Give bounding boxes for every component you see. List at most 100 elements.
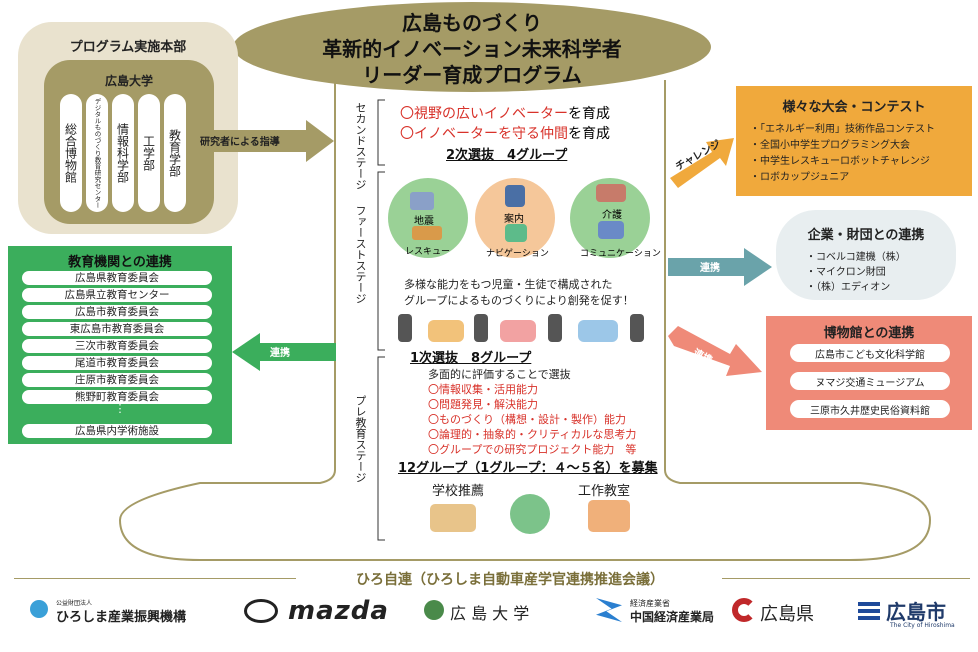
first-selection: 1次選抜 8グループ	[410, 351, 532, 366]
family-icon	[596, 184, 626, 202]
source-workshop: 工作教室	[578, 484, 631, 499]
second-goal-1-highlight: 〇視野の広いイノベーター	[400, 106, 568, 122]
hiroshima-prefecture-name: 広島県	[760, 604, 814, 625]
hiroshima-city-logo-icon	[858, 602, 880, 620]
circle-navigation-bottom: ナビゲーション	[486, 249, 549, 259]
page-title: 広島ものづくり 革新的イノベーション未来科学者 リーダー育成プログラム	[233, 10, 711, 88]
second-goal-1: 〇視野の広いイノベーターを育成	[400, 103, 610, 123]
museums-arrow	[668, 326, 762, 376]
education-arrow-label: 連携	[270, 348, 290, 359]
second-goal-1-suffix: を育成	[568, 106, 610, 122]
contest-item-3: ・中学生レスキューロボットチャレンジ	[750, 156, 930, 167]
circle-care-bottom: コミュニケーション	[580, 249, 661, 259]
museum-item-1: 広島市こども文化科学館	[790, 344, 950, 362]
education-arrow	[232, 333, 336, 371]
hiroshima-prefecture-logo-icon	[732, 598, 756, 622]
company-item-2: ・マイクロン財団	[806, 267, 886, 278]
title-line-1: 広島ものづくり	[402, 11, 542, 35]
hq-column-1: 総合博物館	[60, 94, 82, 212]
museum-item-3: 三原市久井歴史民俗資料館	[790, 400, 950, 418]
footer-divider-left	[14, 578, 296, 579]
meti-name: 中国経済産業局	[630, 610, 715, 624]
students-illustration	[398, 310, 648, 346]
workshop-illustration	[588, 500, 630, 532]
stage-pre-label: プレ教育ステージ	[354, 395, 367, 483]
footer-divider-right	[722, 578, 970, 579]
pre-lead: 多面的に評価することで選抜	[428, 368, 571, 381]
education-item-7: 庄原市教育委員会	[22, 373, 212, 387]
education-item-4: 東広島市教育委員会	[22, 322, 212, 336]
contest-item-2: ・全国小中学生プログラミング大会	[750, 140, 910, 151]
pre-criterion-2: 〇問題発見・解決能力	[428, 398, 538, 411]
hq-column-3: 情報科学部	[112, 94, 134, 212]
pre-recruit: 12グループ（1グループ：４～５名）を募集	[398, 461, 658, 476]
first-desc-2: グループによるものづくりにより創発を促す！	[404, 294, 634, 307]
guide-icon	[505, 185, 525, 207]
circle-rescue	[388, 178, 468, 258]
mazda-logo-icon	[244, 599, 278, 623]
navigation-robot-icon	[505, 224, 527, 242]
hiroshima-university-logo-icon	[424, 600, 444, 620]
title-line-2: 革新的イノベーション未来科学者	[322, 37, 622, 61]
companies-arrow-label: 連携	[700, 263, 720, 274]
hiroshima-industry-logo-icon	[30, 600, 48, 618]
care-robot-icon	[598, 221, 624, 239]
education-item-1: 広島県教育委員会	[22, 271, 212, 285]
hiroshima-university-name: 広 島 大 学	[450, 604, 530, 623]
contest-item-4: ・ロボカップジュニア	[750, 172, 850, 183]
company-item-1: ・コベルコ建機（株）	[806, 252, 906, 263]
companies-arrow	[668, 248, 772, 286]
education-item-6: 尾道市教育委員会	[22, 356, 212, 370]
second-goal-2-highlight: 〇イノベーターを守る仲間	[400, 126, 568, 142]
circle-rescue-top: 地震	[414, 216, 434, 227]
challenge-arrow	[670, 138, 734, 188]
company-item-3: ・（株）エディオン	[806, 282, 891, 293]
education-item-5: 三次市教育委員会	[22, 339, 212, 353]
education-ellipsis: ⋮	[114, 402, 126, 415]
second-goal-2: 〇イノベーターを守る仲間を育成	[400, 123, 610, 143]
hq-column-4: 工学部	[138, 94, 160, 212]
first-desc-1: 多様な能力をもつ児童・生徒で構成された	[404, 278, 613, 291]
stage-first-label: ファーストステージ	[354, 205, 367, 304]
excavator-icon	[412, 226, 442, 240]
title-ellipse	[233, 2, 711, 92]
meti-small: 経済産業省	[630, 599, 670, 608]
education-item-8: 熊野町教育委員会	[22, 390, 212, 404]
companies-title: 企業・財団との連携	[807, 228, 925, 243]
guidance-arrow	[196, 120, 334, 162]
robot-icon	[410, 192, 434, 210]
stage-second-label: セカンドステージ	[354, 102, 367, 190]
circle-navigation-top: 案内	[504, 214, 524, 225]
hiroshima-industry-small: 公益財団法人	[56, 600, 93, 607]
second-selection: 2次選抜 4グループ	[446, 148, 568, 163]
education-item-3: 広島市教育委員会	[22, 305, 212, 319]
school-illustration	[430, 504, 476, 532]
contests-box	[736, 86, 972, 196]
hiroshima-city-small: The City of Hiroshima	[890, 622, 955, 629]
group-illustration	[510, 494, 550, 534]
pre-criterion-5: 〇グループでの研究プロジェクト能力 等	[428, 443, 637, 456]
contests-title: 様々な大会・コンテスト	[782, 100, 926, 115]
education-item-10: 広島県内学術施設	[22, 424, 212, 438]
contest-item-1: ・「エネルギー利用」技術作品コンテスト	[750, 124, 935, 135]
pre-criterion-1: 〇情報収集・活用能力	[428, 383, 538, 396]
title-line-3: リーダー育成プログラム	[362, 63, 582, 87]
university-name: 広島大学	[104, 74, 153, 88]
pre-criterion-3: 〇ものづくり（構想・設計・製作）能力	[428, 413, 626, 426]
mazda-name: mazda	[288, 596, 389, 626]
pre-criterion-4: 〇論理的・抽象的・クリティカルな思考力	[428, 428, 637, 441]
source-school: 学校推薦	[432, 484, 485, 499]
hq-column-5: 教育学部	[164, 94, 186, 212]
hiroshima-city-name: 広島市	[886, 600, 946, 624]
hq-column-2: デジタルものづくり教育研究センター	[86, 94, 108, 212]
hiroshima-industry-name: ひろしま産業振興機構	[56, 610, 187, 625]
circle-care-top: 介護	[602, 210, 622, 221]
headquarters-title: プログラム実施本部	[69, 40, 187, 55]
museums-title: 博物館との連携	[823, 326, 915, 341]
museum-item-2: ヌマジ交通ミュージアム	[790, 372, 950, 390]
second-goal-2-suffix: を育成	[568, 126, 610, 142]
circle-rescue-bottom: レスキュー	[405, 247, 451, 257]
guidance-arrow-label: 研究者による指導	[200, 137, 280, 148]
education-title: 教育機関との連携	[68, 255, 172, 270]
education-item-2: 広島県立教育センター	[22, 288, 212, 302]
